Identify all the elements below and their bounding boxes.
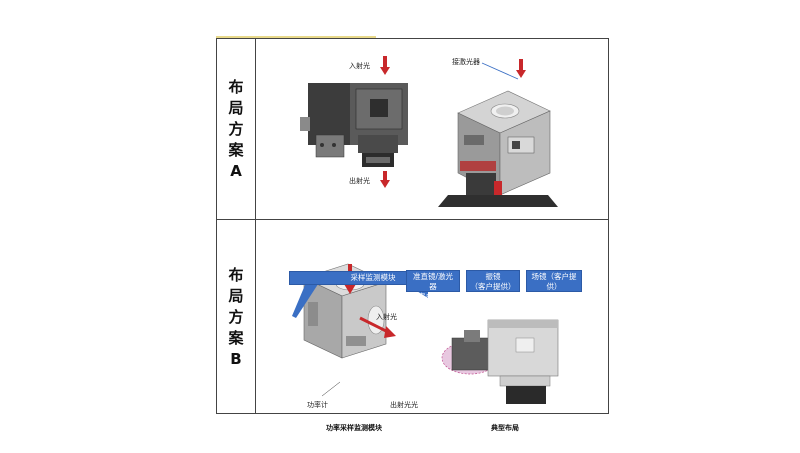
callout-galvo: 振镜 （客户提供）: [466, 270, 520, 292]
row-divider: [217, 219, 608, 220]
callout-collimator: 准直镜/激光器 （客户提供）: [406, 270, 460, 301]
callout-pointer-sampling: [292, 278, 322, 318]
callout-field-lens: 场镜（客户提 供）: [526, 270, 582, 292]
laser-leader-line: [481, 62, 519, 80]
row-label-a-char: 方: [228, 119, 244, 138]
row-b-content: 入射光 功率计 出射光光 采样监测模块 准直镜/激光器 （客户提: [256, 220, 608, 432]
accent-line: [216, 36, 376, 38]
row-label-a-char: 案: [228, 140, 244, 159]
galvo-line1: 振镜: [485, 272, 501, 281]
in-light-label-a: 入射光: [349, 62, 370, 70]
laser-arrow-a: [516, 59, 526, 78]
in-light-label-b: 入射光: [376, 313, 397, 321]
module-iso-view: [438, 90, 558, 207]
collimator-line2: （客户提供）: [410, 292, 456, 301]
out-light-label-b: 出射光光: [390, 401, 418, 409]
layout-table: 布 局 方 案 A 布 局 方 案 B 入射光 出射光 接激光器: [216, 38, 609, 432]
collimator-line1: 准直镜/激光器: [412, 272, 454, 291]
power-meter-leader: [321, 381, 341, 397]
out-light-label-a: 出射光: [349, 177, 370, 185]
out-arrow-a: [380, 171, 390, 188]
typical-layout-view: [428, 278, 598, 408]
in-arrow-a: [380, 56, 390, 75]
galvo-line2: （客户提供）: [470, 282, 516, 291]
caption-sampling-module: 功率采样监测模块: [326, 424, 382, 432]
arrows-a: [380, 56, 526, 188]
module-front-view: [300, 83, 408, 167]
row-label-b-char: 方: [228, 307, 244, 326]
row-label-a-char: A: [230, 161, 242, 180]
column-divider: [255, 39, 256, 413]
row-label-a: 布 局 方 案 A: [217, 39, 255, 219]
row-label-b-char: 局: [228, 286, 244, 305]
row-label-b-char: 案: [228, 328, 244, 347]
out-arrow-b: [359, 316, 396, 338]
field-lens-line2: 供）: [546, 282, 562, 291]
power-meter-label: 功率计: [307, 401, 328, 409]
caption-typical-layout: 典型布局: [491, 424, 519, 432]
row-label-b: 布 局 方 案 B: [217, 220, 255, 414]
row-label-b-char: B: [230, 349, 242, 368]
row-label-a-char: 局: [228, 98, 244, 117]
callout-sampling-text: 采样监测模块: [350, 273, 396, 282]
field-lens-line1: 场镜（客户提: [531, 272, 577, 281]
row-label-a-char: 布: [228, 77, 244, 96]
row-label-b-char: 布: [228, 265, 244, 284]
row-a-content: 入射光 出射光 接激光器: [256, 39, 608, 219]
laser-connector-label: 接激光器: [452, 58, 480, 66]
